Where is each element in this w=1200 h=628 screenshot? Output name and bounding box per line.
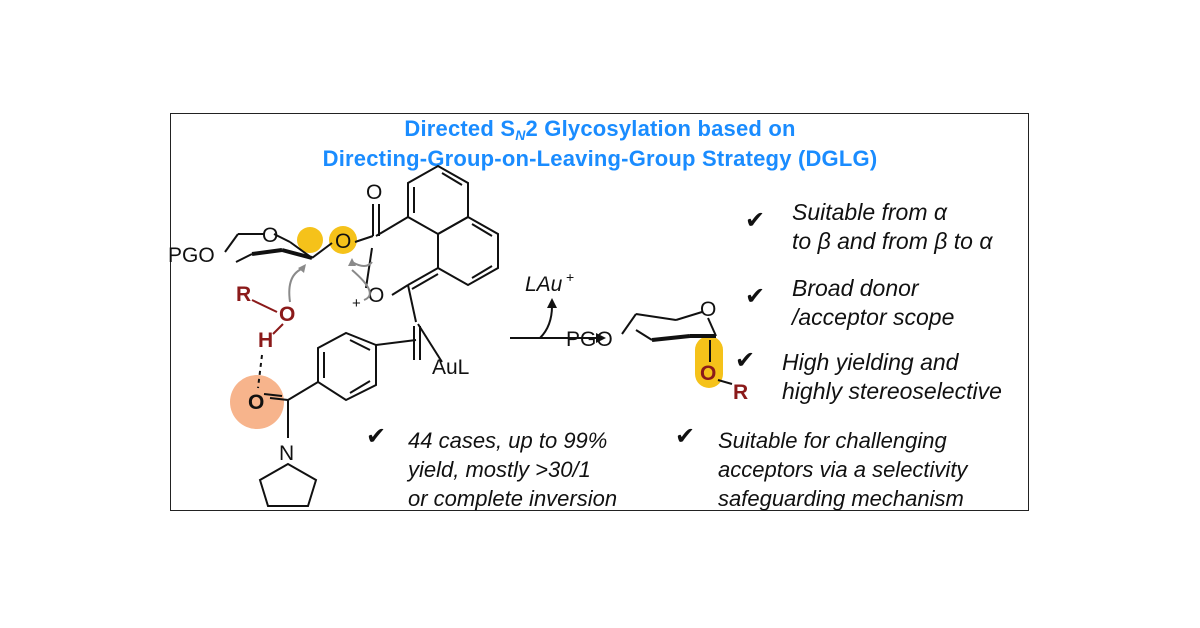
oxonium-o-label: O bbox=[368, 284, 384, 307]
pgo-right-label: PGO bbox=[566, 328, 613, 351]
feature-line: yield, mostly >30/1 bbox=[408, 457, 591, 482]
r-acceptor-label: R bbox=[236, 283, 251, 306]
title-line-1: Directed SN2 Glycosylation based on bbox=[404, 116, 796, 143]
feature-cases: 44 cases, up to 99% yield, mostly >30/1 … bbox=[408, 426, 617, 513]
feature-line: Suitable from α bbox=[792, 199, 948, 225]
feature-line: Suitable for challenging bbox=[718, 428, 947, 453]
feature-line: High yielding and bbox=[782, 349, 959, 375]
amide-n-label: N bbox=[279, 442, 294, 465]
check-icon: ✔ bbox=[745, 282, 766, 310]
content-frame bbox=[170, 113, 1029, 511]
check-icon: ✔ bbox=[366, 422, 387, 450]
aul-label: AuL bbox=[432, 356, 469, 379]
product-r-label: R bbox=[733, 381, 748, 404]
pgo-left-label: PGO bbox=[168, 244, 215, 267]
amide-o-highlight bbox=[230, 375, 284, 429]
donor-sugar-ring bbox=[224, 233, 333, 263]
feature-challenging: Suitable for challenging acceptors via a… bbox=[718, 426, 967, 513]
plus-charge: + bbox=[352, 295, 361, 312]
feature-line: acceptors via a selectivity bbox=[718, 457, 968, 482]
title-line-2: Directing-Group-on-Leaving-Group Strateg… bbox=[322, 146, 878, 171]
check-icon: ✔ bbox=[735, 346, 756, 374]
feature-line: safeguarding mechanism bbox=[718, 486, 964, 511]
lau-label: LAu bbox=[525, 273, 563, 296]
ring-o-left: O bbox=[262, 224, 278, 247]
arrowhead-1 bbox=[298, 264, 306, 273]
feature-yield: High yielding and highly stereoselective bbox=[782, 348, 1002, 406]
ring-o-right: O bbox=[700, 298, 716, 321]
feature-donor-scope: Broad donor /acceptor scope bbox=[792, 274, 954, 332]
anomeric-highlight bbox=[297, 227, 323, 253]
check-icon: ✔ bbox=[745, 206, 766, 234]
acceptor-bonds bbox=[251, 299, 284, 335]
feature-line: /acceptor scope bbox=[792, 304, 955, 330]
aryl-ring bbox=[263, 331, 417, 438]
lau-arrowhead bbox=[547, 298, 557, 308]
lau-release-arrow bbox=[539, 305, 553, 339]
feature-line: to β and from β to α bbox=[792, 228, 993, 254]
reaction-arrowhead bbox=[596, 333, 606, 343]
h-acceptor-label: H bbox=[258, 329, 273, 352]
product-sugar-ring bbox=[621, 311, 733, 385]
arrowhead-2 bbox=[348, 258, 356, 266]
ester-o-label: O bbox=[335, 230, 351, 253]
feature-line: highly stereoselective bbox=[782, 378, 1002, 404]
check-icon: ✔ bbox=[675, 422, 696, 450]
pyrrolidine-ring bbox=[258, 462, 318, 507]
feature-stereo-scope: Suitable from α to β and from β to α bbox=[792, 198, 992, 256]
o-acceptor-label: O bbox=[279, 303, 295, 326]
hydrogen-bond bbox=[257, 354, 263, 389]
lau-charge: + bbox=[566, 269, 574, 285]
feature-line: Broad donor bbox=[792, 275, 919, 301]
feature-line: or complete inversion bbox=[408, 486, 618, 511]
product-o-label: O bbox=[700, 362, 716, 385]
amide-o-label: O bbox=[248, 391, 264, 414]
carbonyl-o-label: O bbox=[366, 181, 382, 204]
peri-naphthyl-scaffold bbox=[354, 164, 499, 363]
feature-line: 44 cases, up to 99% bbox=[408, 428, 608, 453]
ester-o-highlight bbox=[329, 226, 357, 254]
